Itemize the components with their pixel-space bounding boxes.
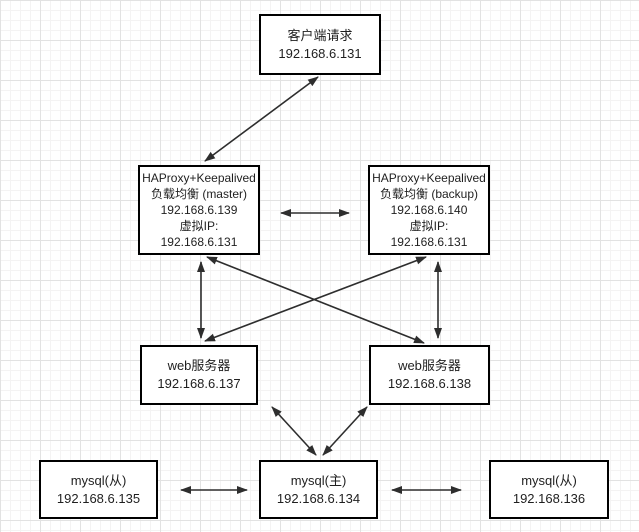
edge-haproxy_backup-to-web1	[204, 256, 427, 342]
node-haproxy-master: HAProxy+Keepalived 负载均衡 (master) 192.168…	[138, 165, 260, 255]
node-client-request: 客户端请求 192.168.6.131	[259, 14, 381, 75]
node-web2-ip: 192.168.6.138	[387, 376, 472, 391]
node-web-server-2: web服务器 192.168.6.138	[369, 345, 490, 405]
node-mysql-slave-left-label: mysql(从)	[70, 472, 127, 488]
edge-web1-to-mysql_master	[271, 406, 317, 456]
node-haproxy-backup-vip-label: 虚拟IP:	[409, 219, 449, 233]
node-haproxy-backup-vip: 192.168.6.131	[390, 235, 468, 249]
node-haproxy-master-ip: 192.168.6.139	[160, 203, 238, 217]
node-mysql-master: mysql(主) 192.168.6.134	[259, 460, 378, 519]
edge-web2-to-mysql_master	[322, 406, 368, 456]
node-mysql-slave-right: mysql(从) 192.168.136	[489, 460, 609, 519]
node-haproxy-backup-title: HAProxy+Keepalived	[372, 171, 486, 185]
node-web2-label: web服务器	[398, 358, 461, 373]
node-mysql-master-ip: 192.168.6.134	[276, 490, 361, 506]
edge-client-to-haproxy_master	[204, 76, 319, 162]
node-client-label: 客户端请求	[287, 27, 353, 43]
node-mysql-slave-left: mysql(从) 192.168.6.135	[39, 460, 158, 519]
node-haproxy-master-vip: 192.168.6.131	[160, 235, 238, 249]
node-mysql-slave-right-label: mysql(从)	[521, 472, 577, 488]
node-haproxy-backup-role: 负载均衡 (backup)	[379, 187, 479, 201]
node-web1-ip: 192.168.6.137	[157, 376, 241, 391]
node-mysql-master-label: mysql(主)	[290, 472, 347, 488]
node-client-ip: 192.168.6.131	[278, 45, 362, 61]
node-haproxy-backup: HAProxy+Keepalived 负载均衡 (backup) 192.168…	[368, 165, 490, 255]
node-haproxy-backup-ip: 192.168.6.140	[390, 203, 468, 217]
edge-haproxy_master-to-web2	[206, 256, 425, 344]
node-mysql-slave-right-ip: 192.168.136	[512, 490, 586, 506]
node-haproxy-master-vip-label: 虚拟IP:	[179, 219, 219, 233]
node-web1-label: web服务器	[167, 358, 231, 373]
node-web-server-1: web服务器 192.168.6.137	[140, 345, 258, 405]
node-mysql-slave-left-ip: 192.168.6.135	[56, 490, 141, 506]
node-haproxy-master-title: HAProxy+Keepalived	[142, 171, 256, 185]
node-haproxy-master-role: 负载均衡 (master)	[150, 187, 247, 201]
